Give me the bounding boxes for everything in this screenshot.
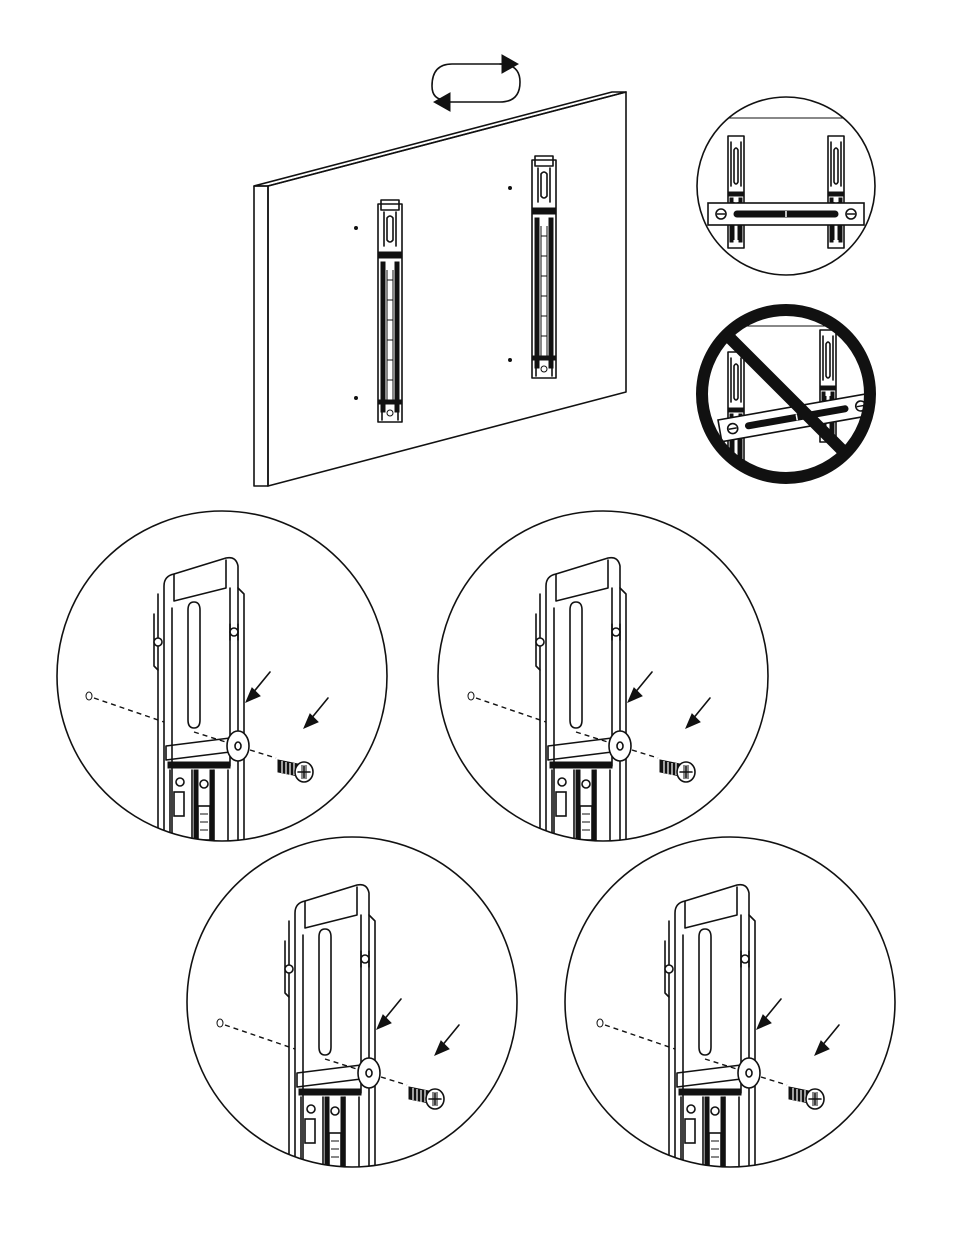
- detail-bottom-left: [187, 837, 517, 1213]
- bubble-level-icon: [708, 203, 864, 225]
- rotate-arrows-icon: [432, 55, 520, 111]
- wall-bracket-right: [532, 156, 556, 378]
- level-incorrect-inset: [690, 310, 880, 478]
- wall-bracket-left: [378, 200, 402, 422]
- level-correct-inset: [690, 97, 880, 275]
- detail-top-right: [438, 511, 768, 886]
- detail-bottom-right: [565, 837, 895, 1213]
- detail-top-left: [57, 511, 387, 886]
- overview-wall-panel: [254, 92, 626, 486]
